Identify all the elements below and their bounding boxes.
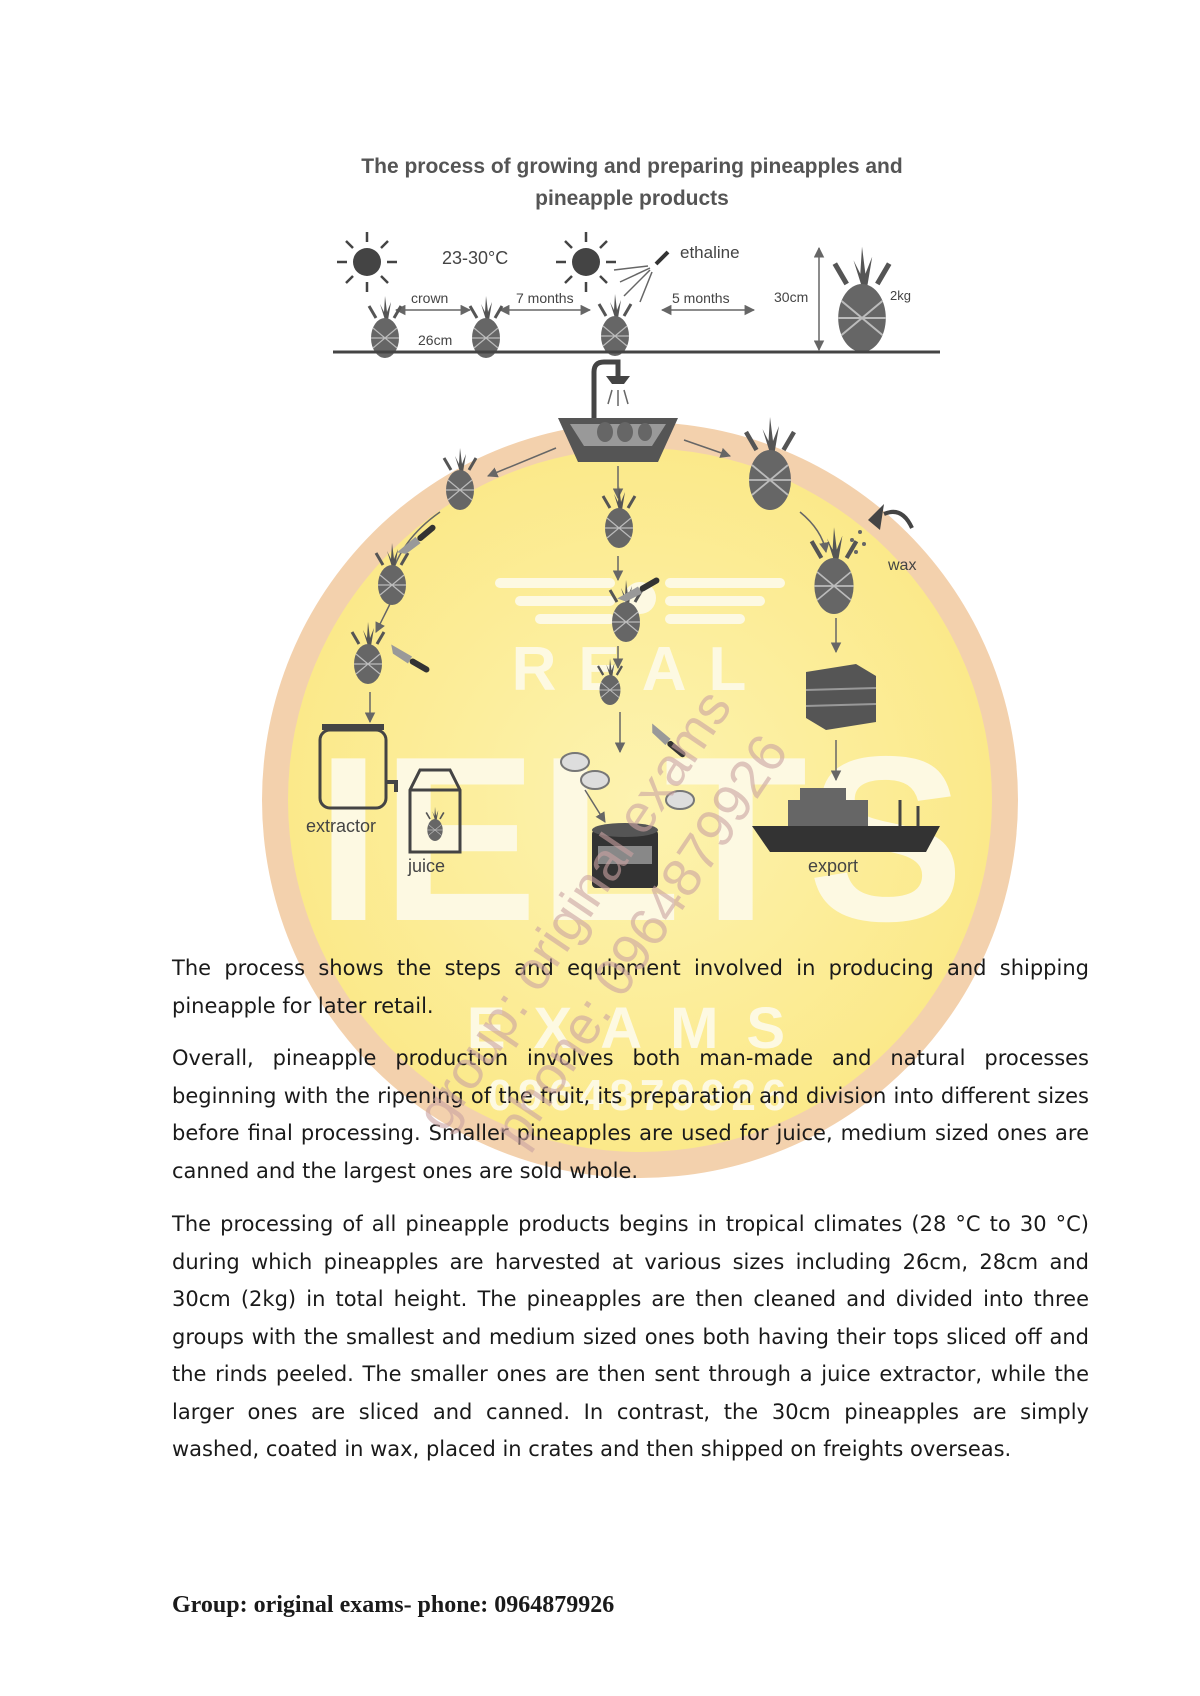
- arrow-left-2: [375, 603, 391, 633]
- label-five-months: 5 months: [672, 290, 730, 306]
- pineapple-plant-icon-1: [367, 294, 403, 360]
- small-pineapple-icon: [442, 446, 478, 512]
- essay-paragraph-details: The processing of all pineapple products…: [172, 1212, 1089, 1461]
- juice-extractor-icon: [318, 724, 398, 810]
- pineapple-slices-icon: [560, 752, 695, 810]
- label-chemical: ethaline: [680, 243, 740, 262]
- pineapple-plant-icon-2: [468, 294, 504, 360]
- middle-cut-top-icon: [608, 575, 662, 644]
- label-juice: juice: [407, 856, 445, 876]
- label-export: export: [808, 856, 858, 876]
- label-temperature: 23-30°C: [442, 248, 508, 268]
- arrow-right-path: [799, 511, 830, 554]
- juice-carton-icon: [408, 768, 462, 854]
- peel-rind-icon: [350, 620, 432, 686]
- label-spacing: 26cm: [418, 332, 452, 348]
- wax-shower-icon: [850, 504, 914, 554]
- process-diagram: The process of growing and preparing pin…: [306, 155, 940, 888]
- essay-paragraph-intro: The process shows the steps and equipmen…: [172, 956, 1089, 1018]
- spray-icon: [613, 250, 670, 303]
- essay-paragraph-overview: Overall, pineapple production involves b…: [172, 1046, 1089, 1183]
- waxed-pineapple-icon: [812, 527, 857, 614]
- sun-icon-left: [335, 230, 399, 294]
- label-extractor: extractor: [306, 816, 376, 836]
- slice-knife-icon: [647, 723, 688, 760]
- shower-washing-icon: [558, 359, 678, 462]
- label-seven-months: 7 months: [516, 290, 574, 306]
- crate-icon: [805, 664, 877, 730]
- footer-contact: Group: original exams- phone: 0964879926: [172, 1592, 615, 1618]
- arrow-wash-to-right: [683, 439, 731, 458]
- can-icon: [592, 823, 658, 888]
- sun-icon-middle: [554, 230, 618, 294]
- label-crown: crown: [411, 290, 448, 306]
- arrow-slice-to-can: [584, 789, 606, 823]
- large-pineapple-right-icon: [746, 417, 794, 510]
- diagram-title-line1: The process of growing and preparing pin…: [361, 155, 902, 178]
- label-weight: 2kg: [890, 288, 911, 303]
- large-pineapple-icon: [835, 247, 889, 352]
- label-height: 30cm: [774, 289, 808, 305]
- cut-top-icon: [374, 522, 438, 607]
- medium-pineapple-icon: [601, 484, 637, 550]
- arrow-wash-to-left: [487, 447, 557, 478]
- diagram-title-line2: pineapple products: [535, 187, 729, 210]
- ship-icon: [752, 788, 940, 852]
- label-wax: wax: [887, 557, 916, 574]
- pineapple-plant-icon-3: [597, 292, 633, 358]
